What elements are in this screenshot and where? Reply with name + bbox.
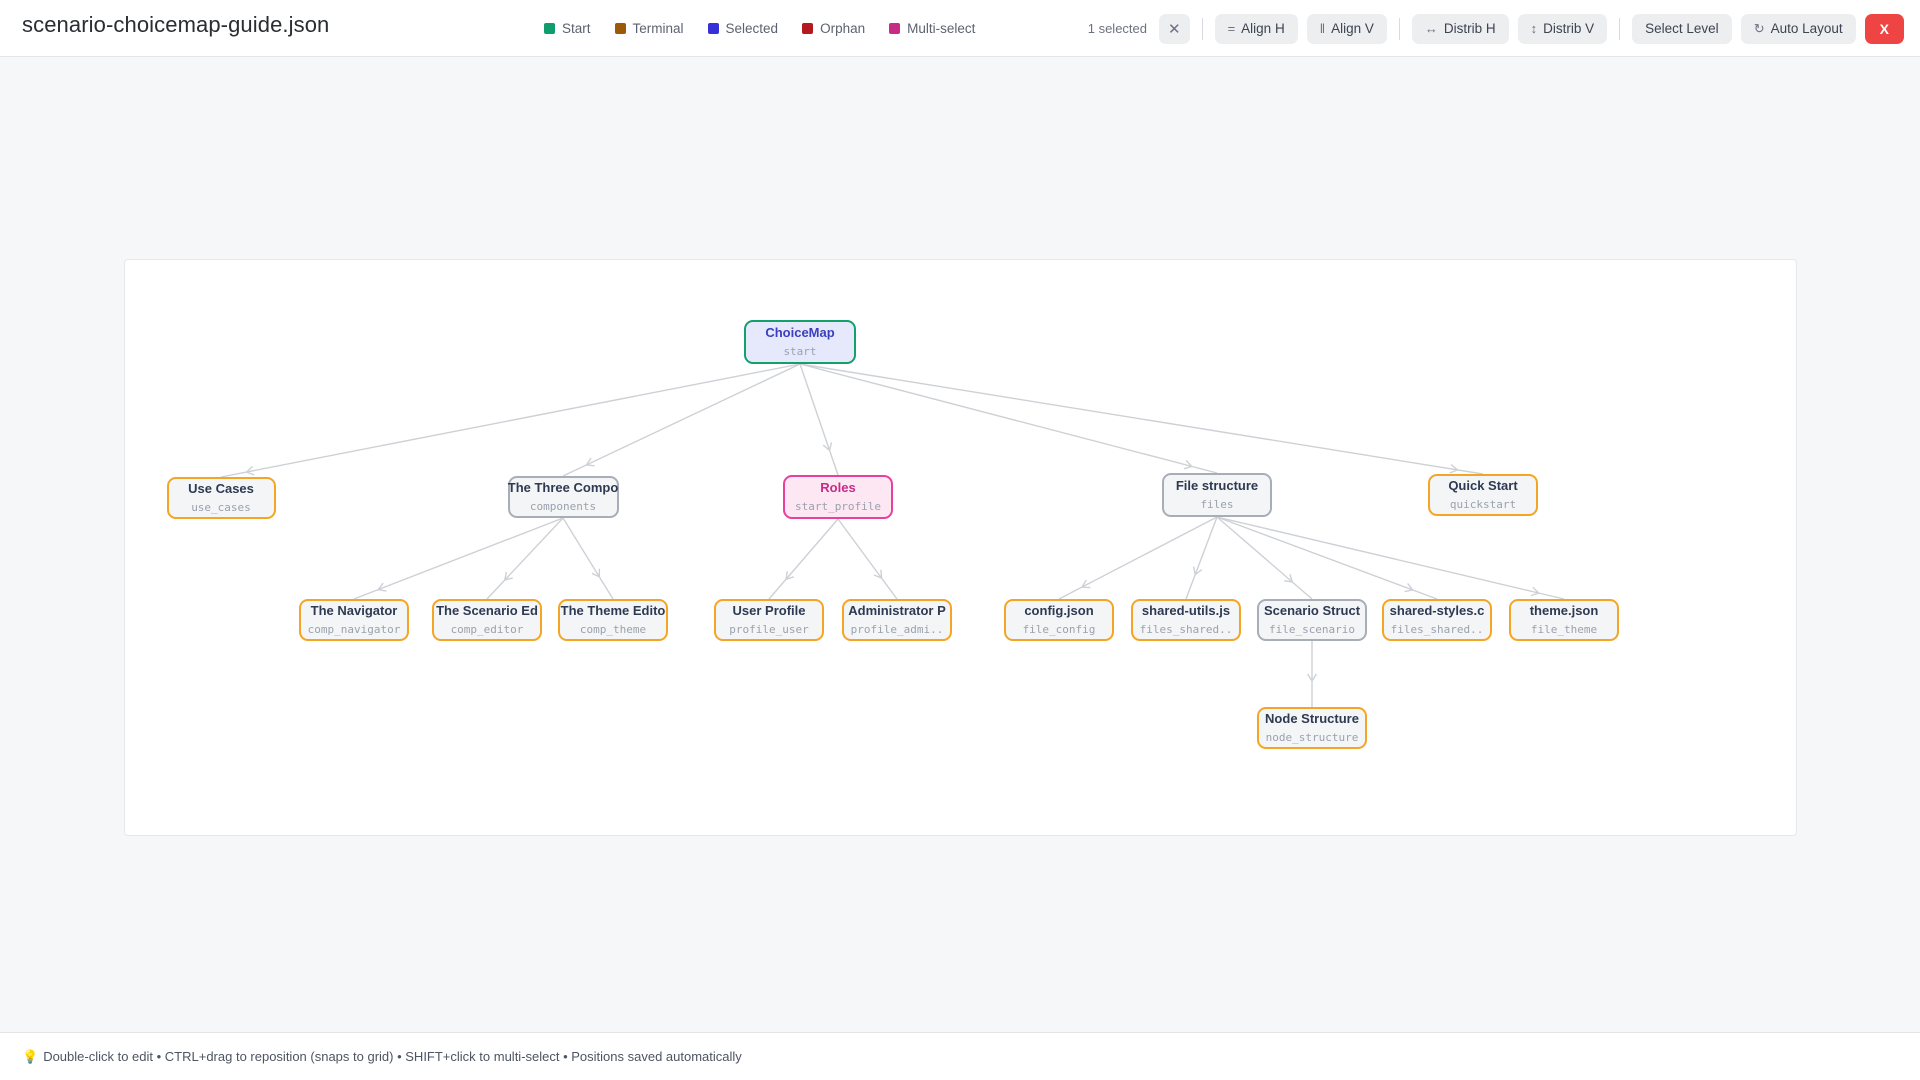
lightbulb-icon: 💡 bbox=[22, 1048, 39, 1064]
node-title: The Three Compo bbox=[507, 480, 619, 496]
page-title: scenario-choicemap-guide.json bbox=[22, 12, 330, 37]
node-title: The Scenario Ed bbox=[436, 603, 538, 619]
node-title: shared-utils.js bbox=[1141, 603, 1231, 619]
auto-layout-label: Auto Layout bbox=[1770, 21, 1843, 36]
node-title: Node Structure bbox=[1265, 711, 1359, 727]
node-title: Roles bbox=[820, 480, 856, 496]
align-h-button[interactable]: = Align H bbox=[1214, 13, 1298, 44]
node-title: The Theme Edito bbox=[560, 603, 666, 619]
select-level-label: Select Level bbox=[1645, 21, 1719, 36]
distrib-v-icon: ↕ bbox=[1530, 21, 1538, 36]
graph-node-start[interactable]: ChoiceMap start bbox=[744, 320, 856, 364]
selection-count: 1 selected bbox=[1087, 21, 1147, 36]
node-id: comp_navigator bbox=[307, 622, 401, 636]
legend-label: Terminal bbox=[632, 21, 684, 36]
graph-node-file_scenario[interactable]: Scenario Struct file_scenario bbox=[1257, 599, 1367, 641]
distrib-h-label: Distrib H bbox=[1443, 21, 1496, 36]
node-id: comp_theme bbox=[579, 622, 647, 636]
graph-node-files_shared[interactable]: shared-utils.js files_shared.. bbox=[1131, 599, 1241, 641]
graph-node-file_theme[interactable]: theme.json file_theme bbox=[1509, 599, 1619, 641]
status-bar: 💡Double-click to edit • CTRL+drag to rep… bbox=[0, 1032, 1920, 1080]
node-id: files_shared.. bbox=[1139, 622, 1233, 636]
graph-node-profile_admi[interactable]: Administrator P profile_admi.. bbox=[842, 599, 952, 641]
graph-node-start_profile[interactable]: Roles start_profile bbox=[783, 475, 893, 519]
toolbar-divider bbox=[1201, 17, 1203, 40]
legend-item-orphan: Orphan bbox=[802, 21, 865, 36]
clear-selection-button[interactable]: ✕ bbox=[1159, 13, 1190, 44]
graph-node-comp_theme[interactable]: The Theme Edito comp_theme bbox=[558, 599, 668, 641]
select-level-button[interactable]: Select Level bbox=[1632, 13, 1732, 44]
legend-swatch-icon bbox=[889, 23, 901, 34]
legend-swatch-icon bbox=[802, 23, 814, 34]
status-hint-text: Double-click to edit • CTRL+drag to repo… bbox=[43, 1048, 742, 1064]
align-h-label: Align H bbox=[1241, 21, 1285, 36]
node-id: profile_admi.. bbox=[850, 622, 944, 636]
graph-node-comp_editor[interactable]: The Scenario Ed comp_editor bbox=[432, 599, 542, 641]
node-id: file_theme bbox=[1530, 622, 1598, 636]
align-v-button[interactable]: ‖ Align V bbox=[1306, 13, 1387, 44]
node-title: ChoiceMap bbox=[765, 325, 835, 341]
legend: Start Terminal Selected Orphan Multi-select bbox=[544, 0, 975, 57]
node-title: theme.json bbox=[1529, 603, 1599, 619]
graph-board bbox=[124, 259, 1797, 836]
graph-node-use_cases[interactable]: Use Cases use_cases bbox=[166, 477, 276, 519]
align-v-icon: ‖ bbox=[1319, 21, 1326, 36]
distrib-v-label: Distrib V bbox=[1543, 21, 1595, 36]
node-title: Use Cases bbox=[188, 481, 254, 497]
toolbar-divider bbox=[1398, 17, 1400, 40]
node-id: node_structure bbox=[1265, 730, 1359, 744]
graph-node-comp_navigator[interactable]: The Navigator comp_navigator bbox=[299, 599, 409, 641]
distrib-h-icon: ↔ bbox=[1424, 21, 1438, 36]
node-id: files_shared.. bbox=[1390, 622, 1484, 636]
node-id: file_config bbox=[1022, 622, 1096, 636]
node-title: Scenario Struct bbox=[1263, 603, 1361, 619]
node-title: File structure bbox=[1175, 478, 1259, 494]
legend-item-terminal: Terminal bbox=[614, 21, 684, 36]
legend-label: Orphan bbox=[820, 21, 866, 36]
toolbar-actions: 1 selected ✕ = Align H ‖ Align V ↔ Distrib H ↕ Di… bbox=[1088, 0, 1904, 57]
node-title: The Navigator bbox=[310, 603, 398, 619]
legend-swatch-icon bbox=[614, 23, 626, 34]
node-id: comp_editor bbox=[450, 622, 524, 636]
node-id: use_cases bbox=[191, 500, 251, 514]
node-id: quickstart bbox=[1449, 497, 1517, 511]
node-id: profile_user bbox=[729, 622, 809, 636]
legend-label: Start bbox=[562, 21, 591, 36]
status-hint: 💡Double-click to edit • CTRL+drag to rep… bbox=[22, 1049, 742, 1065]
distrib-h-button[interactable]: ↔ Distrib H bbox=[1411, 13, 1509, 44]
node-title: config.json bbox=[1024, 603, 1094, 619]
node-id: files bbox=[1200, 497, 1234, 511]
node-title: Quick Start bbox=[1448, 478, 1518, 494]
graph-node-files[interactable]: File structure files bbox=[1162, 473, 1272, 517]
node-id: file_scenario bbox=[1268, 622, 1356, 636]
legend-swatch-icon bbox=[707, 23, 719, 34]
legend-label: Selected bbox=[725, 21, 779, 36]
legend-item-start: Start bbox=[544, 21, 591, 36]
auto-layout-icon: ↻ bbox=[1753, 20, 1765, 36]
graph-node-file_config[interactable]: config.json file_config bbox=[1004, 599, 1114, 641]
align-h-icon: = bbox=[1227, 21, 1236, 36]
legend-label: Multi-select bbox=[907, 21, 976, 36]
align-v-label: Align V bbox=[1331, 21, 1374, 36]
node-id: start bbox=[783, 344, 817, 358]
close-button[interactable]: X bbox=[1864, 13, 1904, 44]
legend-item-multi-select: Multi-select bbox=[889, 21, 975, 36]
node-title: shared-styles.c bbox=[1389, 603, 1485, 619]
toolbar-divider bbox=[1619, 17, 1621, 40]
graph-node-profile_user[interactable]: User Profile profile_user bbox=[714, 599, 824, 641]
graph-node-quickstart[interactable]: Quick Start quickstart bbox=[1428, 474, 1538, 516]
auto-layout-button[interactable]: ↻ Auto Layout bbox=[1740, 13, 1856, 44]
node-id: components bbox=[529, 499, 597, 513]
legend-item-selected: Selected bbox=[707, 21, 779, 36]
node-id: start_profile bbox=[794, 499, 882, 513]
top-toolbar: scenario-choicemap-guide.json Start Termi… bbox=[0, 0, 1920, 57]
graph-node-components[interactable]: The Three Compo components bbox=[507, 476, 619, 518]
node-title: User Profile bbox=[732, 603, 806, 619]
legend-swatch-icon bbox=[544, 23, 555, 34]
graph-node-files_shared[interactable]: shared-styles.c files_shared.. bbox=[1382, 599, 1492, 641]
distrib-v-button[interactable]: ↕ Distrib V bbox=[1517, 13, 1608, 44]
node-title: Administrator P bbox=[848, 603, 946, 619]
graph-node-node_structure[interactable]: Node Structure node_structure bbox=[1257, 707, 1367, 749]
